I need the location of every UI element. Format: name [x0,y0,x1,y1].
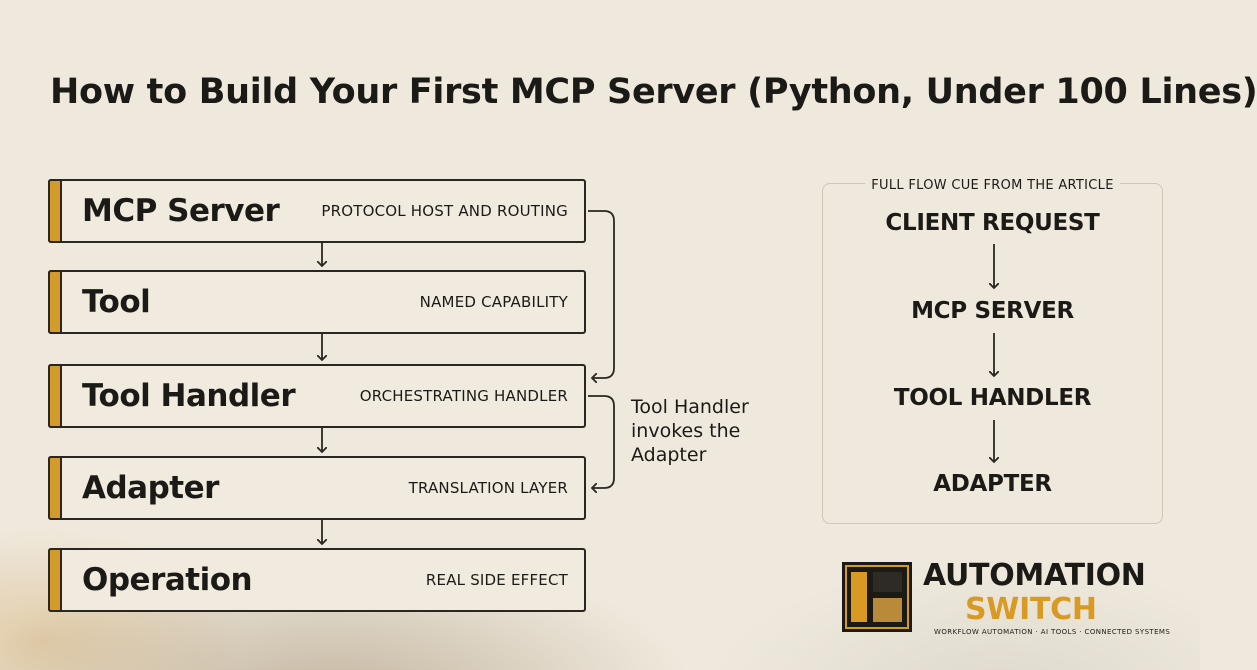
side-note-line: Adapter [631,444,707,466]
flow-step-client-request: CLIENT REQUEST [885,210,1100,236]
brand-tagline: WORKFLOW AUTOMATION · AI TOOLS · CONNECT… [934,628,1171,636]
layer-mcp-server: MCP Server PROTOCOL HOST AND ROUTING [48,179,586,243]
page-title: How to Build Your First MCP Server (Pyth… [50,72,1257,112]
layer-description: REAL SIDE EFFECT [425,571,568,589]
layer-description: TRANSLATION LAYER [408,479,568,497]
layer-name: Tool [82,284,151,320]
side-note: Tool Handler invokes the Adapter [631,395,781,467]
flow-panel-title: FULL FLOW CUE FROM THE ARTICLE [823,174,1162,193]
layer-description: NAMED CAPABILITY [419,293,568,311]
layer-tool-handler: Tool Handler ORCHESTRATING HANDLER [48,364,586,428]
brand-word-switch: SWITCH [965,592,1097,627]
layer-accent-bar [48,270,62,334]
side-note-line: invokes the [631,420,741,442]
layer-accent-bar [48,364,62,428]
flow-step-adapter: ADAPTER [933,471,1052,497]
flow-step-tool-handler: TOOL HANDLER [893,385,1092,411]
brand-logo-icon [842,562,912,632]
layer-operation: Operation REAL SIDE EFFECT [48,548,586,612]
flow-arrows [0,210,1200,670]
side-note-line: Tool Handler [631,396,749,418]
flow-step-mcp-server: MCP SERVER [911,298,1074,324]
layer-accent-bar [48,179,62,243]
arrow-handler-to-adapter-side [588,395,615,488]
layer-accent-bar [48,548,62,612]
layer-name: Tool Handler [82,378,296,414]
layer-accent-bar [48,456,62,520]
layer-name: Adapter [82,470,219,506]
layer-name: MCP Server [82,193,280,229]
layer-tool: Tool NAMED CAPABILITY [48,270,586,334]
brand-word-automation: AUTOMATION [923,558,1146,593]
flow-panel-title-text: FULL FLOW CUE FROM THE ARTICLE [865,178,1120,193]
arrow-server-to-handler [588,210,615,378]
layer-adapter: Adapter TRANSLATION LAYER [48,456,586,520]
flow-panel: FULL FLOW CUE FROM THE ARTICLE CLIENT RE… [822,178,1163,524]
layer-description: ORCHESTRATING HANDLER [359,387,568,405]
layer-description: PROTOCOL HOST AND ROUTING [321,202,568,220]
layer-name: Operation [82,562,253,598]
